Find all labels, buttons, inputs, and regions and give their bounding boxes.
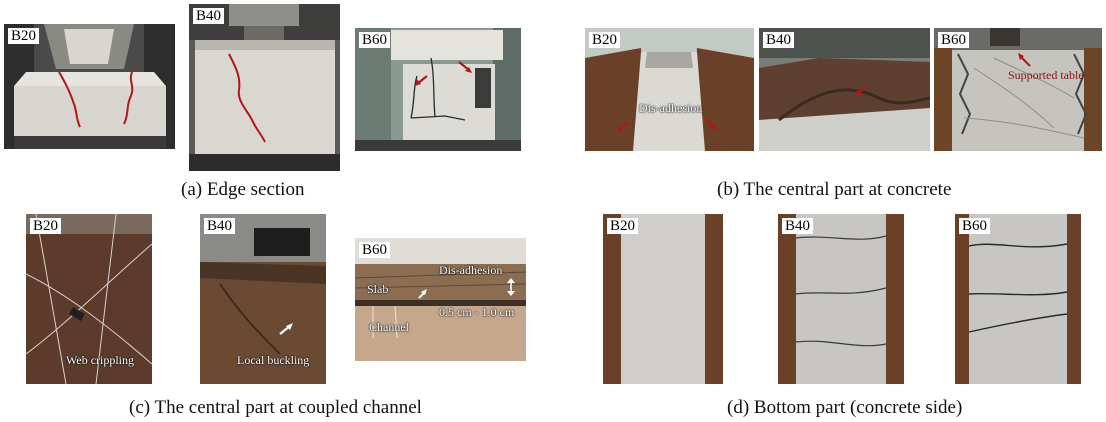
channel-b60-image xyxy=(355,238,526,361)
photo-b-b60: B60 Supported table xyxy=(934,28,1102,151)
bottom-b60-image xyxy=(955,214,1081,384)
annotation-gap: 0.5 cm - 1.0 cm xyxy=(439,305,515,319)
tag-a-b20: B20 xyxy=(8,28,40,44)
central-b60-image xyxy=(934,28,1102,151)
tag-c-b40: B40 xyxy=(204,218,236,234)
central-b40-image xyxy=(759,28,930,151)
edge-b20-image xyxy=(4,24,175,149)
central-b20-image xyxy=(585,28,754,151)
photo-d-b60: B60 xyxy=(955,214,1081,384)
bottom-b20-image xyxy=(603,214,723,384)
caption-d: (d) Bottom part (concrete side) xyxy=(727,397,963,418)
photo-c-b20: B20 Web crippling xyxy=(26,214,152,384)
bottom-b40-image xyxy=(778,214,904,384)
tag-c-b60: B60 xyxy=(359,242,391,258)
caption-b: (b) The central part at concrete xyxy=(717,179,952,200)
edge-b60-image xyxy=(355,28,521,151)
caption-a: (a) Edge section xyxy=(181,179,305,200)
tag-d-b40: B40 xyxy=(782,218,814,234)
caption-c: (c) The central part at coupled channel xyxy=(129,397,422,418)
tag-b-b40: B40 xyxy=(763,32,795,48)
tag-a-b60: B60 xyxy=(359,32,391,48)
photo-c-b60: B60 Dis-adhesion Slab 0.5 cm - 1.0 cm Ch… xyxy=(355,238,526,361)
annotation-dis-adhesion-c: Dis-adhesion xyxy=(439,263,503,277)
annotation-web-crippling: Web crippling xyxy=(66,353,135,367)
annotation-supported-table: Supported table xyxy=(1008,68,1084,82)
annotation-slab: Slab xyxy=(367,282,389,296)
tag-d-b60: B60 xyxy=(959,218,991,234)
annotation-channel: Channel xyxy=(369,320,409,334)
edge-b40-image xyxy=(189,4,340,171)
tag-b-b20: B20 xyxy=(589,32,621,48)
photo-d-b40: B40 xyxy=(778,214,904,384)
photo-b-b40: B40 xyxy=(759,28,930,151)
annotation-local-buckling: Local buckling xyxy=(237,353,310,367)
photo-b-b20: B20 Dis-adhesion xyxy=(585,28,754,151)
photo-a-b60: B60 xyxy=(355,28,521,151)
photo-d-b20: B20 xyxy=(603,214,723,384)
tag-a-b40: B40 xyxy=(193,8,225,24)
annotation-dis-adhesion-b: Dis-adhesion xyxy=(639,101,703,115)
photo-c-b40: B40 Local buckling xyxy=(200,214,326,384)
channel-b40-image xyxy=(200,214,326,384)
photo-a-b20: B20 xyxy=(4,24,175,149)
tag-c-b20: B20 xyxy=(30,218,62,234)
photo-a-b40: B40 xyxy=(189,4,340,171)
tag-b-b60: B60 xyxy=(938,32,970,48)
tag-d-b20: B20 xyxy=(607,218,639,234)
channel-b20-image xyxy=(26,214,152,384)
